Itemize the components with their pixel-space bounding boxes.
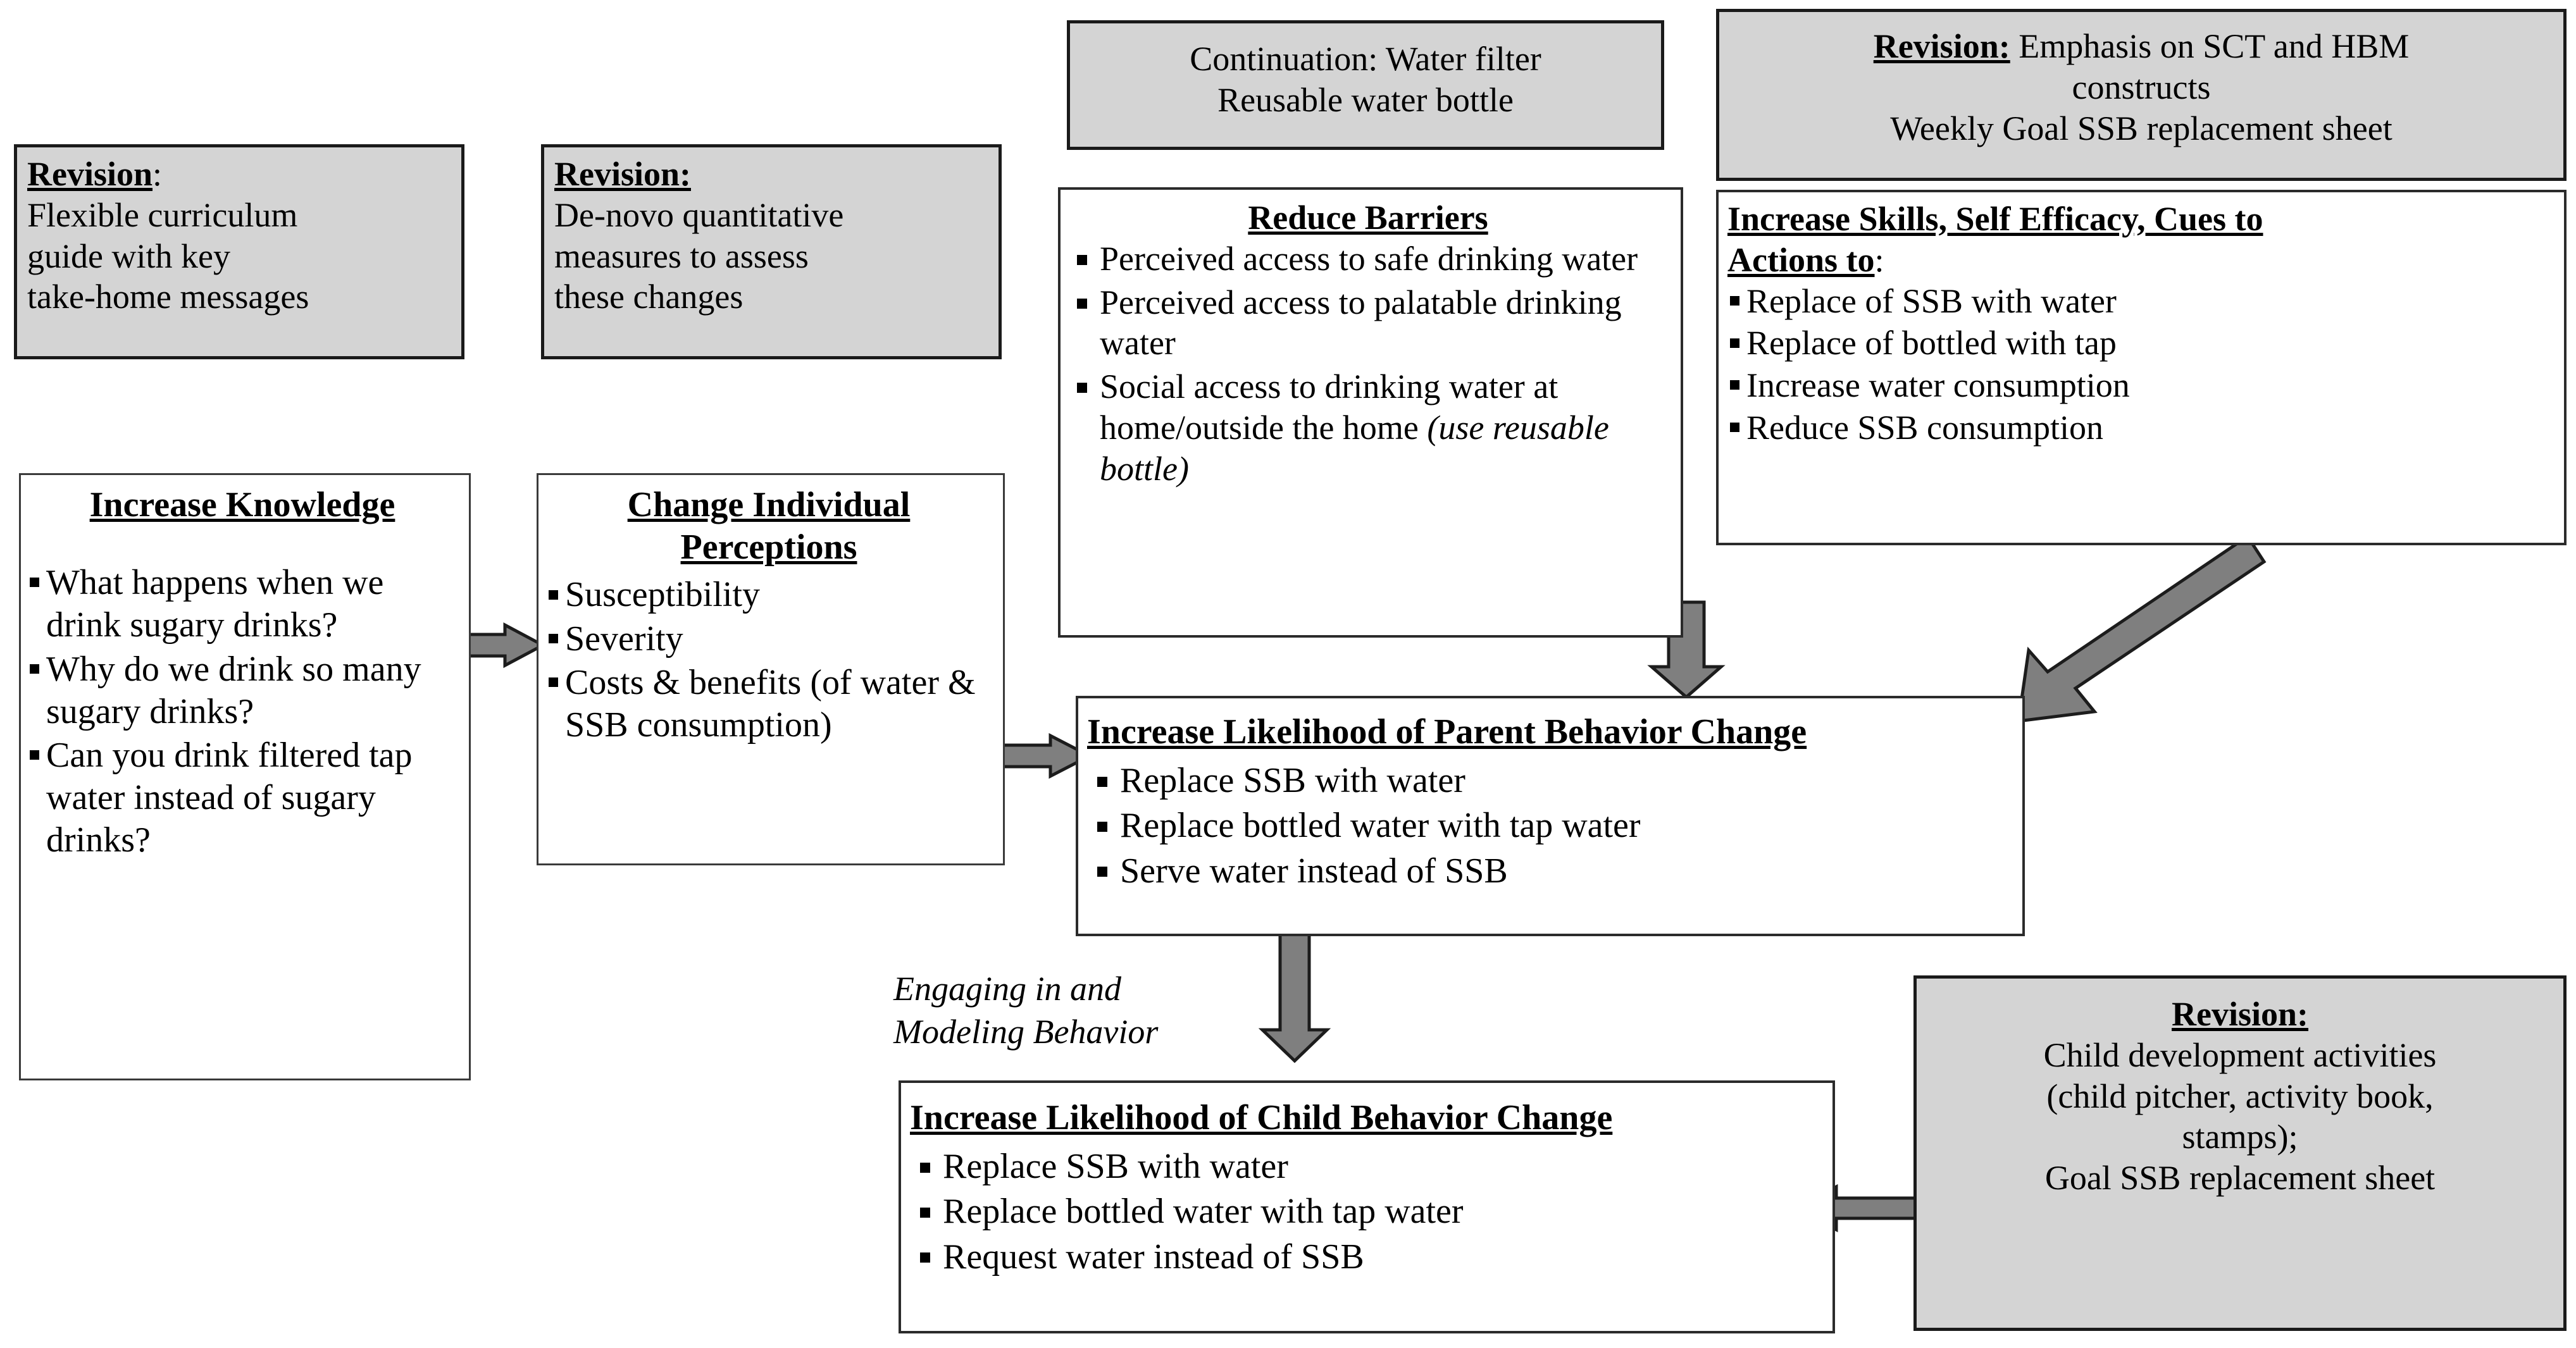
increase-skills-heading-line-1: Increase Skills, Self Efficacy, Cues to xyxy=(1727,200,2263,238)
increase-skills-heading-suffix: : xyxy=(1874,240,1884,279)
list-item: Susceptibility xyxy=(546,574,992,616)
modeling-behavior-line-2: Modeling Behavior xyxy=(893,1012,1159,1051)
revision-curriculum-line-3: take-home messages xyxy=(27,278,309,316)
revision-constructs-heading: Revision: xyxy=(1873,27,2010,65)
increase-skills-list: Replace of SSB with water Replace of bot… xyxy=(1727,281,2555,448)
reduce-barriers-item3-italic: (use reusable bottle) xyxy=(1100,408,1609,488)
revision-measures-line-2: measures to assess xyxy=(554,237,809,275)
list-item: Why do we drink so many sugary drinks? xyxy=(27,648,457,733)
list-item: Reduce SSB consumption xyxy=(1727,407,2555,448)
revision-curriculum-heading-suffix: : xyxy=(152,155,163,193)
reduce-barriers-list: Perceived access to safe drinking water … xyxy=(1067,238,1669,490)
box-revision-measures: Revision: De-novo quantitative measures … xyxy=(541,144,1002,359)
box-change-perceptions: Change Individual Perceptions Susceptibi… xyxy=(537,473,1005,865)
continuation-line-1: Continuation: Water filter xyxy=(1190,40,1541,78)
list-item: Replace of SSB with water xyxy=(1727,281,2555,322)
revision-curriculum-heading-row: Revision: xyxy=(27,154,451,195)
box-revision-child: Revision: Child development activities (… xyxy=(1913,975,2567,1331)
list-item: Request water instead of SSB xyxy=(910,1236,1821,1278)
list-item: Serve water instead of SSB xyxy=(1087,850,2011,893)
list-item: Replace bottled water with tap water xyxy=(1087,805,2011,847)
list-item: What happens when we drink sugary drinks… xyxy=(27,562,457,646)
box-revision-constructs: Revision: Emphasis on SCT and HBM constr… xyxy=(1716,9,2567,181)
list-item: Can you drink filtered tap water instead… xyxy=(27,734,457,862)
arrow-parent-to-child xyxy=(1256,929,1332,1063)
child-behavior-list: Replace SSB with water Replace bottled w… xyxy=(910,1146,1821,1278)
revision-measures-line-3: these changes xyxy=(554,278,744,316)
list-item: Replace bottled water with tap water xyxy=(910,1190,1821,1233)
reduce-barriers-heading: Reduce Barriers xyxy=(1248,199,1488,237)
revision-child-line-4: Goal SSB replacement sheet xyxy=(2044,1159,2436,1197)
change-perceptions-heading-line-2: Perceptions xyxy=(680,528,857,567)
list-item: Perceived access to safe drinking water xyxy=(1067,238,1669,280)
box-parent-behavior: Increase Likelihood of Parent Behavior C… xyxy=(1076,696,2025,936)
box-child-behavior: Increase Likelihood of Child Behavior Ch… xyxy=(899,1080,1835,1333)
revision-child-line-1: Child development activities xyxy=(2043,1036,2437,1074)
revision-constructs-line-1: constructs xyxy=(2072,68,2211,106)
increase-skills-heading-line-2-row: Actions to: xyxy=(1727,240,2555,281)
continuation-line-2: Reusable water bottle xyxy=(1217,80,1514,119)
revision-child-line-3: stamps); xyxy=(2182,1118,2298,1156)
box-revision-curriculum: Revision: Flexible curriculum guide with… xyxy=(14,144,464,359)
list-item: Increase water consumption xyxy=(1727,365,2555,406)
box-increase-skills: Increase Skills, Self Efficacy, Cues to … xyxy=(1716,190,2567,545)
revision-curriculum-line-2: guide with key xyxy=(27,237,230,275)
reduce-barriers-item3-text: Social access to drinking water at home/… xyxy=(1100,368,1559,447)
list-item: Replace of bottled with tap xyxy=(1727,323,2555,364)
revision-measures-heading: Revision: xyxy=(554,155,691,193)
revision-curriculum-line-1: Flexible curriculum xyxy=(27,195,298,234)
parent-behavior-list: Replace SSB with water Replace bottled w… xyxy=(1087,760,2011,893)
list-item: Replace SSB with water xyxy=(910,1146,1821,1188)
increase-knowledge-heading: Increase Knowledge xyxy=(89,485,395,524)
change-perceptions-heading-line-1: Change Individual xyxy=(627,485,911,524)
list-item: Costs & benefits (of water & SSB consump… xyxy=(546,662,992,746)
increase-knowledge-list: What happens when we drink sugary drinks… xyxy=(27,562,457,862)
modeling-behavior-line-1: Engaging in and xyxy=(893,970,1121,1008)
increase-skills-heading-line-2: Actions to xyxy=(1727,240,1875,279)
box-continuation: Continuation: Water filter Reusable wate… xyxy=(1067,20,1664,150)
revision-constructs-heading-row: Revision: Emphasis on SCT and HBM xyxy=(1729,26,2553,67)
revision-constructs-line-2: Weekly Goal SSB replacement sheet xyxy=(1890,109,2392,147)
list-item: Perceived access to palatable drinking w… xyxy=(1067,282,1669,364)
revision-curriculum-heading: Revision xyxy=(27,155,153,193)
arrow-skills-to-parent xyxy=(2000,531,2267,734)
parent-behavior-heading: Increase Likelihood of Parent Behavior C… xyxy=(1087,712,1807,751)
list-item: Replace SSB with water xyxy=(1087,760,2011,802)
revision-constructs-heading-rest: Emphasis on SCT and HBM xyxy=(2010,27,2410,65)
box-increase-knowledge: Increase Knowledge What happens when we … xyxy=(19,473,471,1080)
list-item: Severity xyxy=(546,618,992,660)
child-behavior-heading: Increase Likelihood of Child Behavior Ch… xyxy=(910,1098,1613,1137)
revision-child-heading: Revision: xyxy=(2172,995,2308,1033)
box-reduce-barriers: Reduce Barriers Perceived access to safe… xyxy=(1058,187,1683,638)
list-item: Social access to drinking water at home/… xyxy=(1067,366,1669,489)
label-modeling-behavior: Engaging in and Modeling Behavior xyxy=(893,968,1248,1053)
revision-measures-line-1: De-novo quantitative xyxy=(554,195,844,234)
revision-child-line-2: (child pitcher, activity book, xyxy=(2046,1077,2434,1115)
change-perceptions-list: Susceptibility Severity Costs & benefits… xyxy=(546,574,992,746)
